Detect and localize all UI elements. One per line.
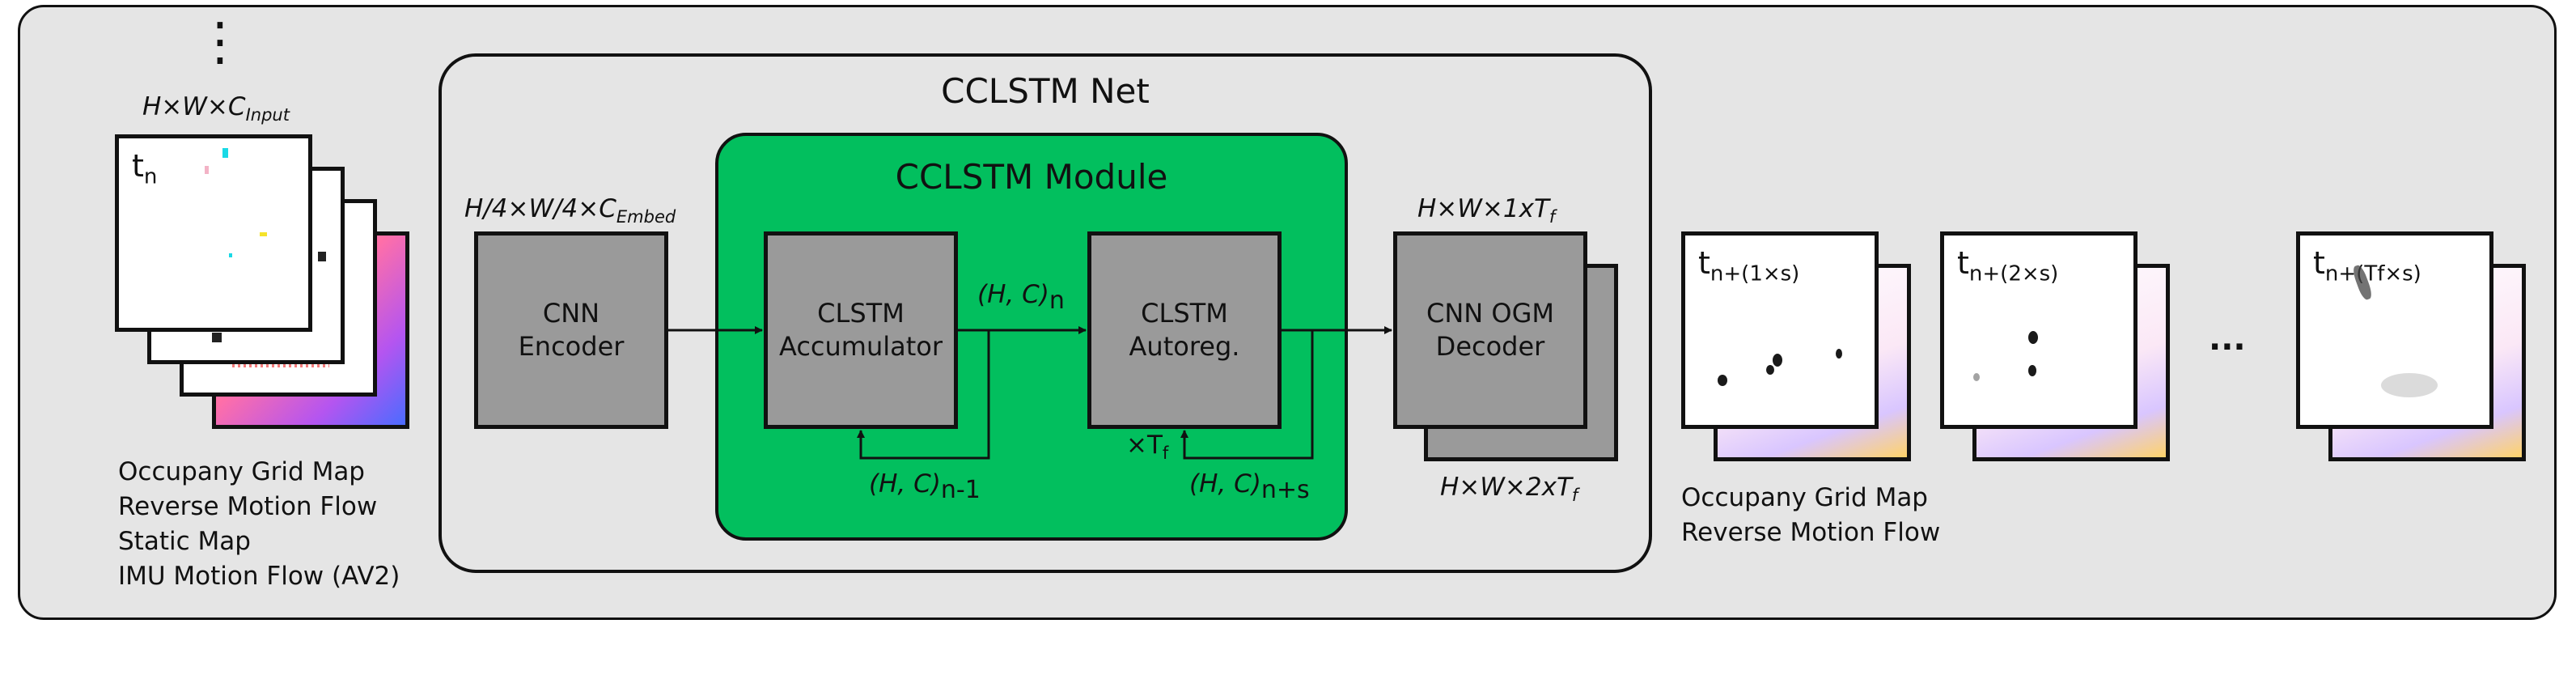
- arrow-accumulator-feedback: [857, 330, 990, 460]
- output-frame-1: tn+(1×s): [1681, 231, 1879, 429]
- output-time-label: tn+(1×s): [1698, 245, 1800, 286]
- input-feature: IMU Motion Flow (AV2): [118, 562, 400, 591]
- cclstm-module-title: CCLSTM Module: [895, 157, 1168, 197]
- output-feature: Occupany Grid Map: [1681, 483, 1928, 512]
- encoder-dim-label: H/4×W/4×CEmbed: [464, 194, 676, 227]
- input-feature-list: Occupany Grid Map Reverse Motion Flow St…: [118, 455, 400, 594]
- cnn-encoder-block: CNN Encoder: [474, 231, 668, 429]
- encoder-line2: Encoder: [518, 331, 625, 362]
- accumulator-line2: Accumulator: [778, 331, 943, 362]
- output-feature: Reverse Motion Flow: [1681, 518, 1941, 547]
- input-feature: Reverse Motion Flow: [118, 492, 378, 521]
- arrow-autoreg-feedback: [1180, 330, 1314, 460]
- encoder-line1: CNN: [542, 298, 600, 329]
- input-dots: ⋮: [194, 12, 246, 72]
- state-prev-label: (H, C)n-1: [869, 469, 981, 505]
- accumulator-line1: CLSTM: [817, 298, 905, 329]
- output-frame-2: tn+(2×s): [1940, 231, 2137, 429]
- decoder-line1: CNN OGM: [1426, 298, 1554, 329]
- input-feature: Occupany Grid Map: [118, 457, 365, 486]
- output-time-label: tn+(Tf×s): [2313, 245, 2421, 286]
- autoreg-line1: CLSTM: [1141, 298, 1228, 329]
- input-time-label: tn: [132, 148, 158, 189]
- clstm-accumulator-block: CLSTM Accumulator: [764, 231, 958, 429]
- state-next-label: (H, C)n+s: [1189, 469, 1310, 505]
- cnn-ogm-decoder-block: CNN OGM Decoder: [1393, 231, 1587, 429]
- input-feature: Static Map: [118, 527, 251, 556]
- state-n-label: (H, C)n: [977, 280, 1065, 316]
- decoder-dim-bottom-label: H×W×2xTf: [1440, 473, 1578, 506]
- repeat-tf-label: ×Tf: [1126, 431, 1169, 464]
- output-time-label: tn+(2×s): [1957, 245, 2059, 286]
- input-layer-1: tn: [115, 134, 326, 332]
- output-frame-3: tn+(Tf×s): [2296, 231, 2493, 429]
- cclstm-net-title: CCLSTM Net: [941, 71, 1150, 111]
- output-feature-list: Occupany Grid Map Reverse Motion Flow: [1681, 481, 1940, 550]
- decoder-line2: Decoder: [1435, 331, 1545, 362]
- input-dim-label: H×W×CInput: [142, 92, 290, 125]
- clstm-autoreg-block: CLSTM Autoreg.: [1087, 231, 1282, 429]
- decoder-dim-top-label: H×W×1xTf: [1417, 194, 1556, 227]
- autoreg-line2: Autoreg.: [1129, 331, 1240, 362]
- output-ellipsis: ...: [2209, 320, 2246, 358]
